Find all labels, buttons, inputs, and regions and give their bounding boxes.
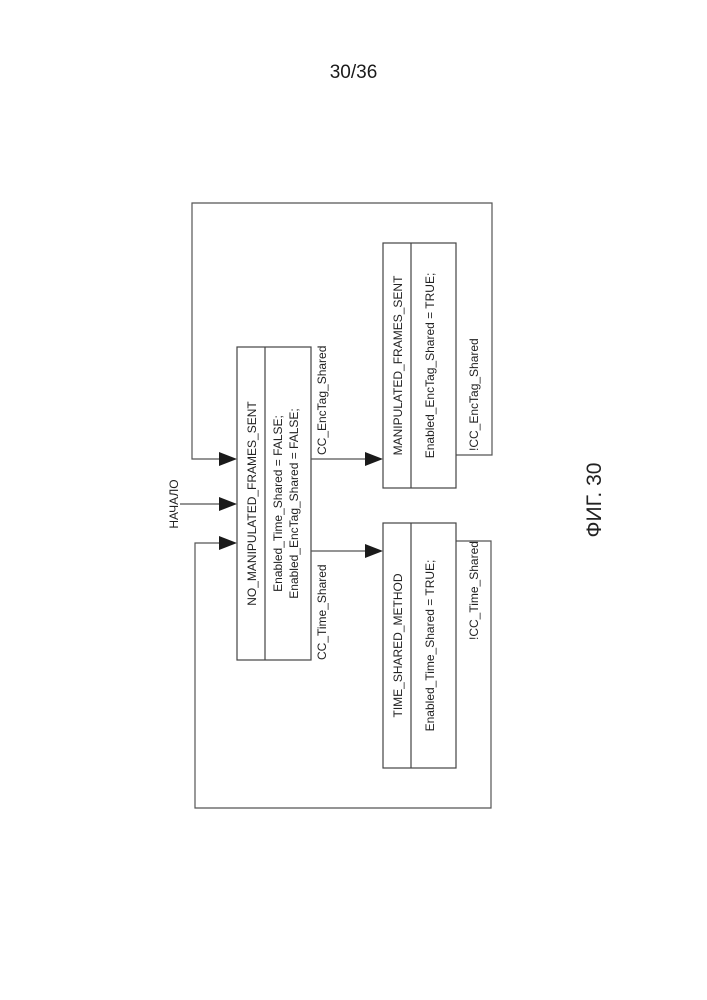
transition-label-not-cc-enctag: !CC_EncTag_Shared: [467, 338, 481, 451]
arrow-head-loop-bottom: [219, 536, 237, 550]
page-number: 30/36: [329, 62, 378, 83]
figure-label: ФИГ. 30: [583, 463, 606, 538]
start-label: НАЧАЛО: [167, 479, 181, 528]
state-no-manipulated-frames-sent: NO_MANIPULATED_FRAMES_SENT Enabled_Time_…: [236, 346, 312, 661]
state-action: Enabled_Time_Shared = TRUE;: [423, 560, 437, 732]
state-name: NO_MANIPULATED_FRAMES_SENT: [245, 401, 259, 606]
arrow-head-to-manipulated: [365, 452, 383, 466]
transition-label-cc-enctag: CC_EncTag_Shared: [315, 346, 329, 455]
state-time-shared-method: TIME_SHARED_METHOD Enabled_Time_Shared =…: [382, 522, 457, 769]
state-manipulated-frames-sent: MANIPULATED_FRAMES_SENT Enabled_EncTag_S…: [382, 242, 457, 489]
arrow-head-loop-top: [219, 452, 237, 466]
transition-label-cc-time: CC_Time_Shared: [315, 564, 329, 660]
arrow-head-start: [219, 497, 237, 511]
state-name: TIME_SHARED_METHOD: [391, 573, 405, 717]
arrow-head-to-time-shared: [365, 544, 383, 558]
state-action: Enabled_Time_Shared = FALSE;: [271, 415, 285, 592]
state-action: Enabled_EncTag_Shared = TRUE;: [423, 273, 437, 459]
loop-time-shared-back: [194, 540, 492, 809]
loop-manipulated-back: [191, 202, 493, 460]
transition-label-not-cc-time: !CC_Time_Shared: [467, 541, 481, 640]
state-action: Enabled_EncTag_Shared = FALSE;: [287, 408, 301, 598]
state-name: MANIPULATED_FRAMES_SENT: [391, 275, 405, 455]
